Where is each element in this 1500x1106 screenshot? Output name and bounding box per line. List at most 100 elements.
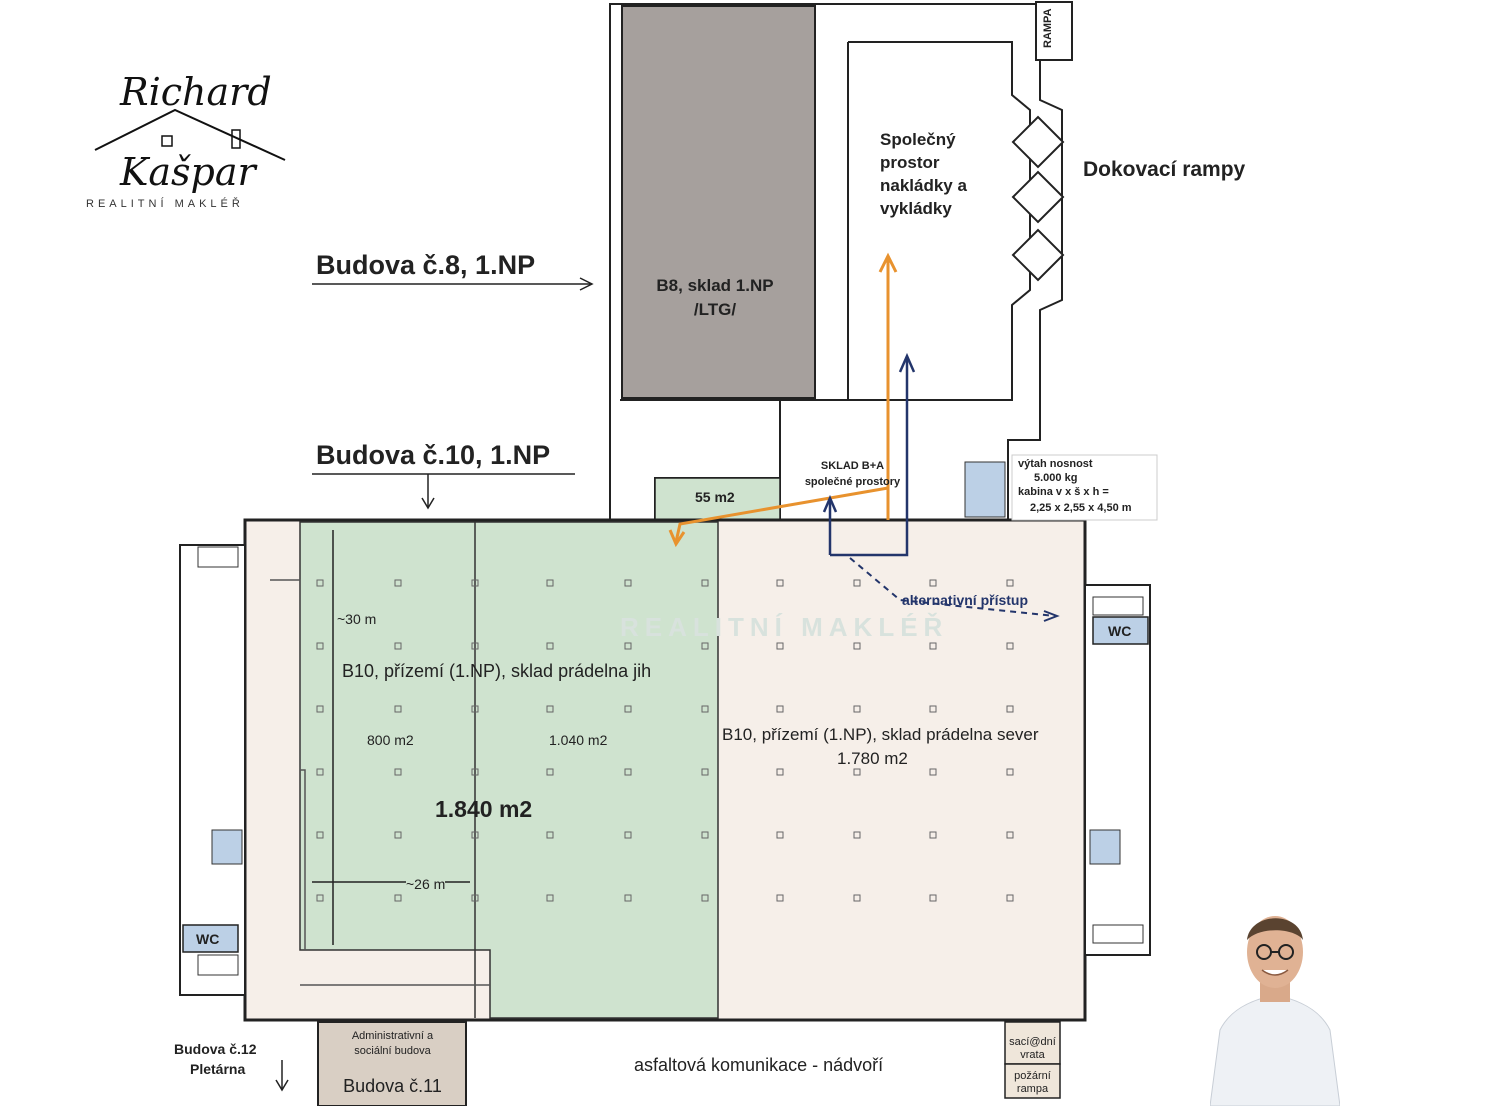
grid-column-marker [929,768,937,776]
grid-column-marker [316,831,324,839]
label-building-12-2: Pletárna [190,1061,246,1077]
grid-column-marker [394,579,402,587]
grid-column-marker [394,705,402,713]
grid-column-marker [701,894,709,902]
grid-column-marker [776,579,784,587]
grid-column-marker [546,768,554,776]
grid-column-marker [471,705,479,713]
grid-column-marker [624,831,632,839]
label-wc-right: WC [1108,623,1132,639]
label-admin-1: Administrativní a [351,1030,434,1042]
label-storage-common-1: SKLAD B+A [820,460,885,472]
logo-subtitle: REALITNÍ MAKLÉŘ [86,198,244,210]
grid-column-marker [776,642,784,650]
grid-column-marker [316,894,324,902]
label-admin-2: sociální budova [354,1045,431,1057]
grid-column-marker [853,831,861,839]
grid-column-marker [776,768,784,776]
label-building-10: Budova č.10, 1.NP [316,440,551,470]
loading-area [847,41,1031,401]
grid-column-marker [929,579,937,587]
grid-column-marker [1006,831,1014,839]
grid-column-marker [1006,705,1014,713]
grid-column-marker [471,831,479,839]
logo-house-icon [94,108,286,161]
label-south-1040: 1.040 m2 [549,732,608,748]
label-alt-access: alternativní přístup [902,592,1029,608]
left-wing [179,544,246,996]
blue-route-arrow [822,352,1060,622]
logo-name-line2: Kašpar [120,150,256,194]
label-area-55: 55 m2 [695,489,735,505]
grid-column-marker [929,831,937,839]
grid-column-marker [394,642,402,650]
label-loading-3: nakládky a [880,176,967,195]
dock-ramps [1011,115,1065,282]
grid-column-marker [776,831,784,839]
grid-column-marker [624,705,632,713]
label-north-area: 1.780 m2 [837,749,908,768]
label-dim-26: ~26 m [406,876,446,892]
label-road: asfaltová komunikace - nádvoří [634,1055,884,1075]
grid-column-marker [853,894,861,902]
grid-column-marker [546,831,554,839]
b8-storage-area [621,5,816,399]
grid-column-marker [929,642,937,650]
label-wc-left: WC [196,931,220,947]
gate-box [1004,1021,1061,1065]
grid-column-marker [471,642,479,650]
label-elevator-1: výtah nosnost [1018,458,1093,470]
label-building-12-1: Budova č.12 [174,1041,257,1057]
grid-column-marker [701,768,709,776]
grid-column-marker [701,642,709,650]
ramp-box [1035,1,1073,61]
watermark: REALITNÍ MAKLÉŘ [620,612,949,642]
label-elevator-2: 5.000 kg [1034,472,1078,484]
wc-left-box [182,924,239,953]
grid-column-marker [701,705,709,713]
label-south-total: 1.840 m2 [435,796,533,822]
wc-right-box [1092,616,1149,645]
label-loading-4: vykládky [880,199,952,218]
stairs [197,461,1144,976]
fire-ramp-box [1004,1063,1061,1099]
grid-column-marker [316,642,324,650]
label-ramp: RAMPA [1042,8,1054,48]
label-storage-common-2: společné prostory [804,476,901,488]
label-docks: Dokovací rampy [1083,158,1246,181]
label-elevator-3: kabina v x š x h = [1018,486,1109,498]
label-loading-2: prostor [880,153,940,172]
grid-column-marker [853,705,861,713]
grid-column-marker [546,642,554,650]
label-dim-30: ~30 m [337,611,377,627]
label-south-800: 800 m2 [367,732,414,748]
grid-column-marker [394,894,402,902]
label-building-8: Budova č.8, 1.NP [316,250,536,280]
label-fire-ramp-1: požární [1014,1070,1051,1082]
label-north-title: B10, přízemí (1.NP), sklad prádelna seve… [722,725,1039,744]
grid-column-marker [316,705,324,713]
column-grid [316,579,1014,902]
label-b8-storage-1: B8, sklad 1.NP [656,276,774,295]
label-south-title: B10, přízemí (1.NP), sklad prádelna jih [342,661,652,681]
right-wing [1084,584,1151,956]
grid-column-marker [546,579,554,587]
south-storage-area [299,521,719,1019]
building-label-arrows [275,277,594,1092]
elevator-info-box [1011,454,1158,521]
grid-column-marker [853,642,861,650]
grid-column-marker [929,705,937,713]
admin-building [317,1021,467,1106]
grid-column-marker [394,831,402,839]
grid-column-marker [471,894,479,902]
grid-column-marker [394,768,402,776]
grid-column-marker [701,579,709,587]
grid-column-marker [776,894,784,902]
label-loading-1: Společný [880,130,956,149]
grid-column-marker [546,705,554,713]
orange-route-arrow [668,252,898,548]
grid-column-marker [624,579,632,587]
grid-column-marker [624,642,632,650]
grid-column-marker [853,579,861,587]
